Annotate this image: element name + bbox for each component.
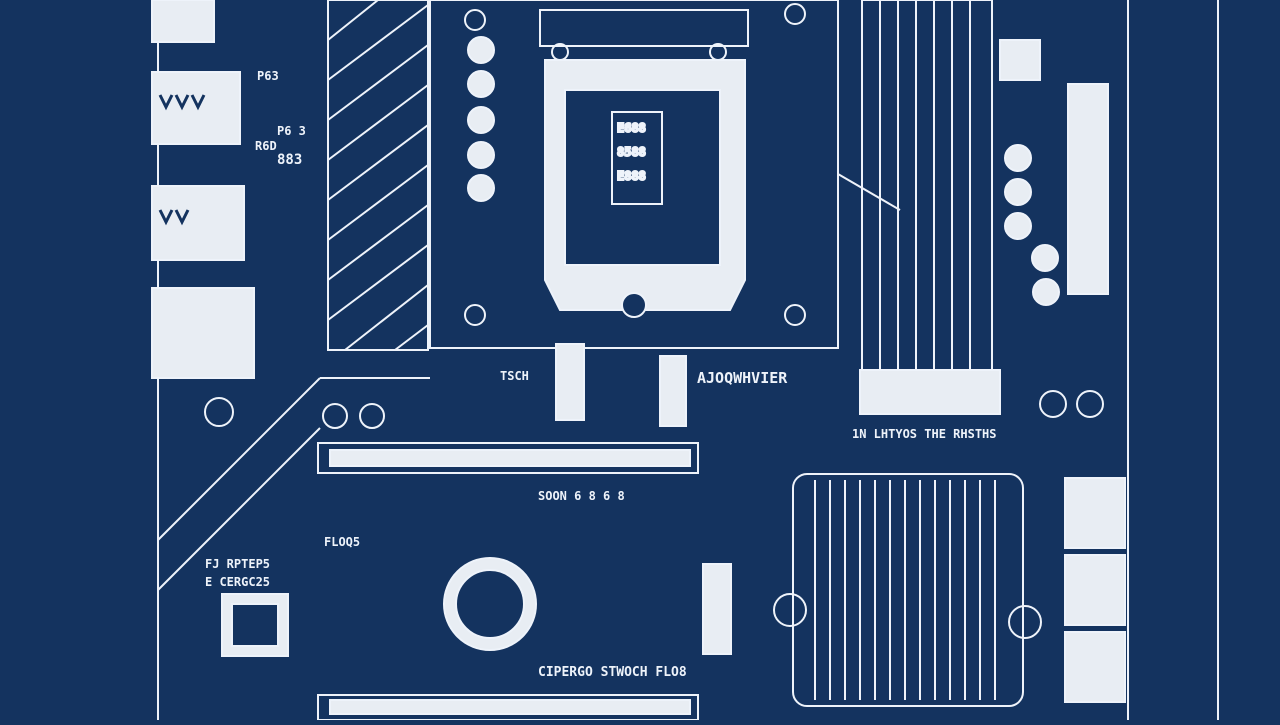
bottom-label: CIPERGO STWOCH FLO8 bbox=[538, 665, 687, 680]
pcie-slot-1 bbox=[317, 442, 699, 474]
audio-label-2: FJ RPTEP5 bbox=[205, 557, 270, 571]
capacitor-column bbox=[467, 36, 495, 202]
cmos-battery bbox=[443, 557, 537, 651]
rear-label-d: 883 bbox=[277, 152, 302, 168]
pcie-slot-2 bbox=[317, 694, 699, 721]
usb-port-stack-2 bbox=[151, 185, 245, 261]
sata-ports bbox=[1064, 477, 1126, 703]
rear-label-a: P63 bbox=[257, 69, 279, 83]
ram-slot-latches bbox=[859, 369, 1001, 415]
slot-label: TSCH bbox=[500, 369, 529, 383]
cpu-chip-row-1: E688 bbox=[617, 121, 646, 135]
cpu-chip bbox=[611, 111, 663, 205]
usb-icon-2 bbox=[158, 209, 190, 226]
rear-label-c: R6D bbox=[255, 139, 277, 153]
io-port-top bbox=[151, 0, 215, 43]
rear-label-b: P6 3 bbox=[277, 124, 306, 138]
audio-chip bbox=[221, 593, 289, 657]
right-capacitors bbox=[1004, 144, 1060, 306]
cpu-socket bbox=[429, 0, 839, 349]
ethernet-port bbox=[151, 287, 255, 379]
cpu-chip-row-3: E888 bbox=[617, 169, 646, 183]
pcie-note: SOON 6 8 6 8 bbox=[538, 489, 625, 503]
cpu-chip-row-2: 8588 bbox=[617, 145, 646, 159]
ram-slots bbox=[859, 0, 1001, 415]
chipset-heatsink bbox=[773, 473, 1042, 707]
rear-io-ports bbox=[151, 0, 255, 379]
vrm-heatsink bbox=[327, 0, 429, 351]
sata-label: 1N LHTYOS THE RHSTHS bbox=[852, 427, 997, 441]
usb-icon-1 bbox=[158, 94, 206, 111]
audio-label: FLOQ5 bbox=[324, 535, 360, 549]
audio-label-3: E CERGC25 bbox=[205, 575, 270, 589]
atx-power-connector bbox=[1067, 83, 1109, 295]
chipset-mark: AJOQWHVIER bbox=[697, 369, 788, 387]
